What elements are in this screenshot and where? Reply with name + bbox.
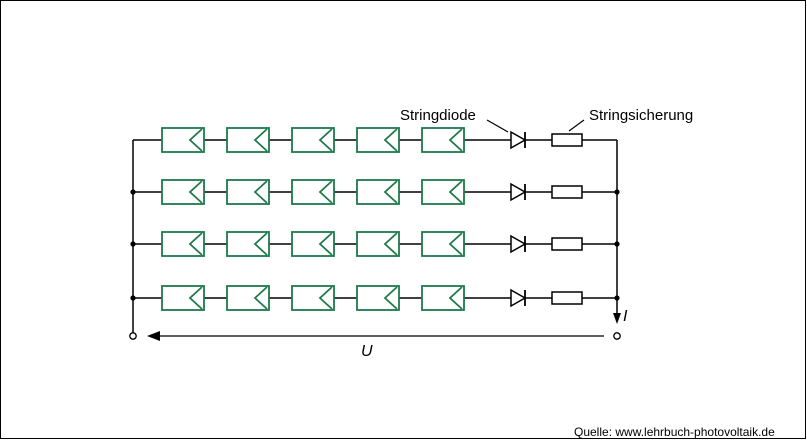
pv-module-icon	[291, 231, 335, 257]
pv-module-icon	[291, 179, 335, 205]
pv-module-body	[161, 285, 205, 311]
pv-module-body	[356, 231, 400, 257]
string-1	[133, 127, 617, 153]
pv-module-body	[291, 231, 335, 257]
string-rows	[130, 127, 620, 311]
wiring	[132, 140, 618, 333]
junction-dot	[130, 295, 136, 301]
pv-module-icon	[226, 231, 270, 257]
pv-module-marker	[448, 286, 463, 310]
pv-module-body	[421, 127, 465, 153]
pv-module-body	[161, 231, 205, 257]
pv-module-icon	[161, 179, 205, 205]
pv-module-body	[421, 231, 465, 257]
positive-terminal	[613, 332, 621, 340]
pv-module-body	[161, 179, 205, 205]
stringsicherung-label: Stringsicherung	[589, 107, 693, 124]
diode-triangle	[510, 234, 527, 254]
diode-triangle	[510, 288, 527, 308]
pv-module-marker	[253, 128, 268, 152]
pv-module-icon	[161, 285, 205, 311]
junction-dot	[130, 189, 136, 195]
diagram-frame	[0, 0, 806, 439]
stringsicherung-leader	[568, 119, 585, 132]
pv-module-marker	[448, 180, 463, 204]
junction-dot	[130, 241, 136, 247]
pv-module-icon	[356, 231, 400, 257]
pv-module-icon	[226, 179, 270, 205]
voltage-label: U	[361, 343, 373, 360]
junction-dot	[614, 295, 620, 301]
pv-module-icon	[226, 285, 270, 311]
pv-module-body	[421, 285, 465, 311]
string-4	[130, 285, 620, 311]
stringdiode-label: Stringdiode	[400, 107, 476, 124]
pv-module-body	[421, 179, 465, 205]
pv-module-marker	[383, 180, 398, 204]
string-diode-icon	[510, 288, 527, 308]
pv-module-body	[356, 127, 400, 153]
string-fuse-icon	[551, 237, 583, 251]
pv-module-body	[226, 285, 270, 311]
pv-module-body	[291, 285, 335, 311]
current-label: I	[623, 308, 628, 325]
current-arrowhead-icon	[613, 313, 621, 324]
pv-module-marker	[318, 128, 333, 152]
pv-module-body	[291, 127, 335, 153]
string-fuse-icon	[551, 133, 583, 147]
string-3	[130, 231, 620, 257]
pv-module-body	[161, 127, 205, 153]
pv-module-body	[226, 179, 270, 205]
pv-module-marker	[383, 232, 398, 256]
pv-module-icon	[291, 127, 335, 153]
pv-module-icon	[421, 231, 465, 257]
pv-module-body	[226, 127, 270, 153]
source-credit: Quelle: www.lehrbuch-photovoltaik.de	[574, 425, 775, 439]
string-fuse-icon	[551, 291, 583, 305]
string-2	[130, 179, 620, 205]
pv-module-marker	[253, 180, 268, 204]
pv-module-icon	[356, 127, 400, 153]
pv-module-icon	[161, 127, 205, 153]
pv-module-marker	[188, 180, 203, 204]
pv-module-marker	[318, 286, 333, 310]
pv-module-icon	[291, 285, 335, 311]
pv-module-marker	[188, 128, 203, 152]
string-diode-icon	[510, 182, 527, 202]
pv-module-marker	[253, 286, 268, 310]
pv-module-icon	[356, 179, 400, 205]
pv-module-marker	[188, 286, 203, 310]
pv-module-body	[291, 179, 335, 205]
pv-module-marker	[188, 232, 203, 256]
pv-module-icon	[161, 231, 205, 257]
pv-module-icon	[421, 127, 465, 153]
negative-terminal	[129, 332, 137, 340]
pv-module-body	[226, 231, 270, 257]
diode-triangle	[510, 182, 527, 202]
pv-module-marker	[318, 180, 333, 204]
stringdiode-leader	[486, 119, 509, 133]
pv-module-body	[356, 285, 400, 311]
pv-module-icon	[356, 285, 400, 311]
pv-module-marker	[253, 232, 268, 256]
junction-dot	[614, 241, 620, 247]
pv-module-icon	[421, 179, 465, 205]
pv-module-marker	[448, 232, 463, 256]
pv-module-icon	[421, 285, 465, 311]
pv-module-marker	[448, 128, 463, 152]
voltage-arrowhead-icon	[147, 331, 160, 341]
pv-module-marker	[383, 128, 398, 152]
string-diode-icon	[510, 234, 527, 254]
string-fuse-icon	[551, 185, 583, 199]
pv-module-marker	[383, 286, 398, 310]
pv-module-body	[356, 179, 400, 205]
junction-dot	[614, 189, 620, 195]
pv-module-icon	[226, 127, 270, 153]
string-diode-icon	[510, 130, 527, 150]
pv-module-marker	[318, 232, 333, 256]
diode-triangle	[510, 130, 527, 150]
